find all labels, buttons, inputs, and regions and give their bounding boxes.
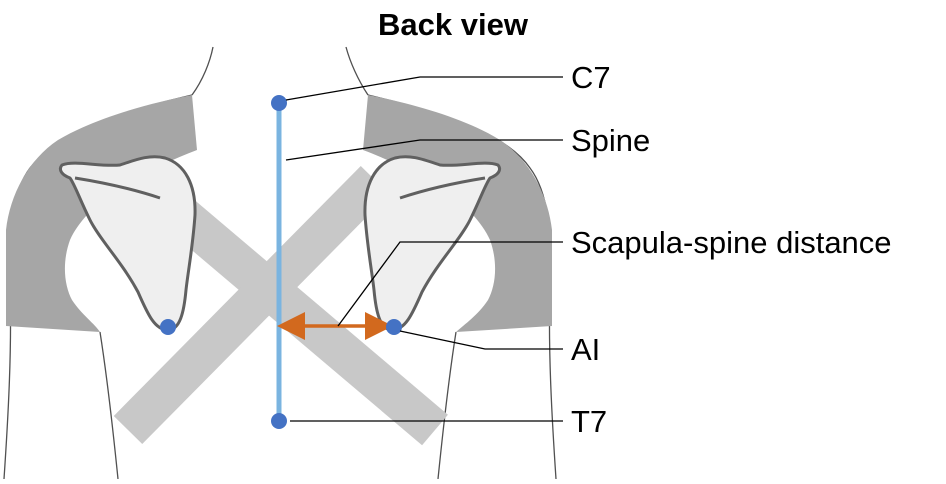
left-shoulder-region xyxy=(6,95,197,332)
neck-right-edge xyxy=(345,46,369,96)
ai-leader-line xyxy=(399,330,563,350)
right-to-left-band xyxy=(113,165,390,445)
t7-landmark-dot xyxy=(271,413,287,429)
leader-lines xyxy=(285,76,563,422)
c7-leader-line xyxy=(285,76,563,101)
spine-leader-line xyxy=(285,139,563,161)
right-ai-landmark-dot xyxy=(386,319,402,335)
landmark-dots xyxy=(160,95,402,429)
diagram-title: Back view xyxy=(378,7,529,42)
left-ai-landmark-dot xyxy=(160,319,176,335)
left-scapula xyxy=(58,155,197,332)
right-scapula xyxy=(363,155,502,332)
ai-label: AI xyxy=(571,332,600,367)
scapulae xyxy=(58,155,502,332)
t7-label: T7 xyxy=(571,404,607,439)
left-arm-inner-line xyxy=(99,331,119,480)
right-shoulder-region xyxy=(363,95,552,332)
c7-landmark-dot xyxy=(271,95,287,111)
scapula-spine-distance-label: Scapula-spine distance xyxy=(571,225,892,260)
right-arm-inner-line xyxy=(437,331,457,480)
c7-label: C7 xyxy=(571,60,611,95)
left-scapula-spine-ridge xyxy=(74,176,161,200)
spine-label: Spine xyxy=(571,123,650,158)
neck-left-edge xyxy=(191,46,214,96)
right-scapula-spine-ridge xyxy=(399,176,486,200)
scapula-spine-distance-leader-line xyxy=(337,241,563,327)
